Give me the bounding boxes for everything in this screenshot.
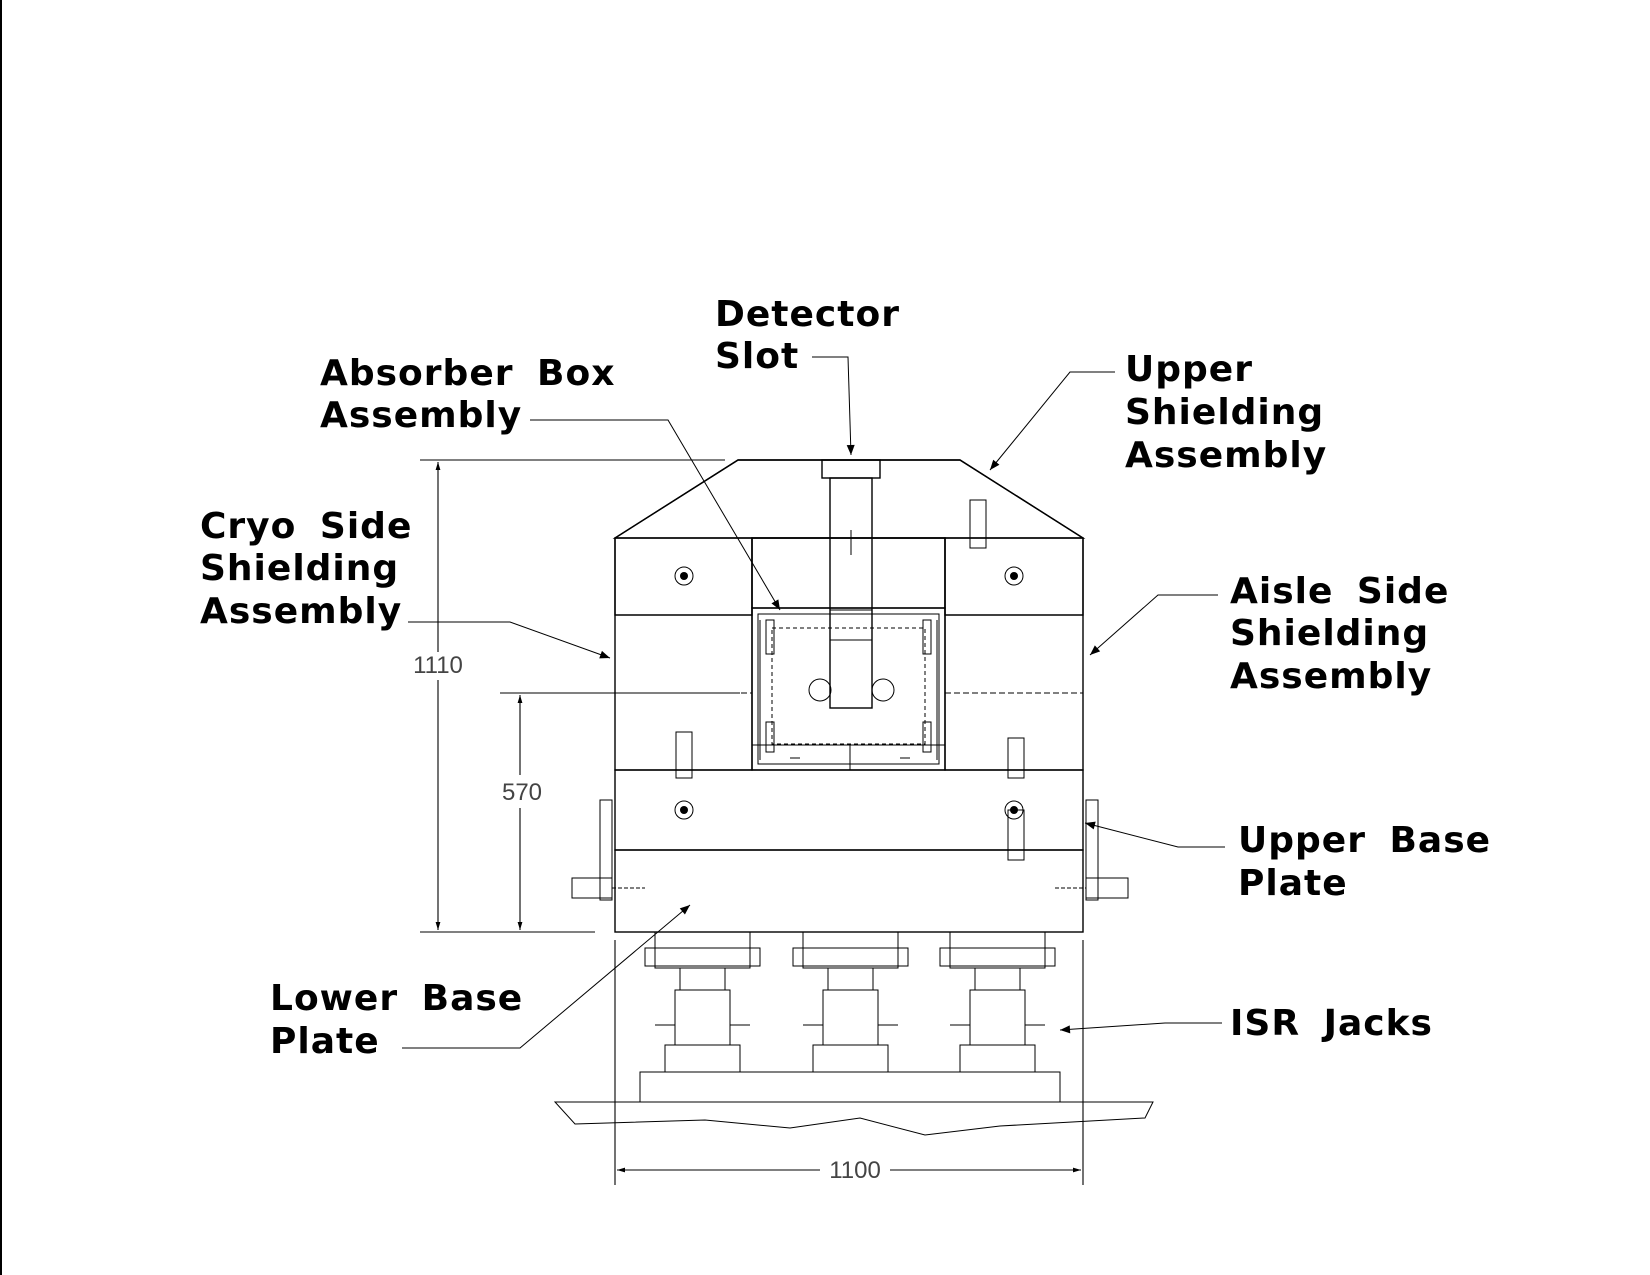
label-detector-slot: Detector Slot — [715, 294, 900, 377]
label-line: Aisle Side — [1230, 571, 1449, 612]
label-line: ISR Jacks — [1230, 1003, 1433, 1044]
label-aisle-side: Aisle Side Shielding Assembly — [1230, 571, 1449, 697]
label-line: Plate — [270, 1021, 380, 1062]
label-line: Plate — [1238, 863, 1348, 904]
label-lower-base-plate: Lower Base Plate — [270, 978, 523, 1062]
label-cryo-side: Cryo Side Shielding Assembly — [200, 506, 412, 632]
lifting-lugs — [675, 499, 1025, 861]
dimension-overall-width: 1100 — [829, 1157, 881, 1184]
label-line: Assembly — [1230, 656, 1432, 697]
label-line: Shielding — [200, 548, 399, 589]
label-absorber-box: Absorber Box Assembly — [320, 353, 615, 436]
label-line: Shielding — [1230, 613, 1429, 654]
label-line: Detector — [715, 294, 900, 335]
label-upper-base-plate: Upper Base Plate — [1238, 820, 1491, 904]
leader-lines — [402, 356, 1225, 1049]
label-line: Upper Base — [1238, 820, 1491, 861]
dimension-base-height: 570 — [502, 779, 542, 806]
label-upper-shielding: Upper Shielding Assembly — [1125, 349, 1327, 476]
label-line: Assembly — [320, 395, 522, 436]
dimension-overall-height: 1110 — [413, 652, 463, 679]
dimension-lines — [420, 459, 1084, 1185]
label-isr-jacks: ISR Jacks — [1230, 1003, 1433, 1044]
label-line: Slot — [715, 336, 799, 377]
label-line: Assembly — [1125, 435, 1327, 476]
isr-jacks — [639, 931, 1061, 1103]
label-line: Cryo Side — [200, 506, 412, 547]
lower-base-plate — [614, 849, 1084, 933]
side-clamps — [571, 799, 1129, 901]
label-line: Upper — [1125, 349, 1253, 390]
label-line: Assembly — [200, 591, 402, 632]
label-line: Absorber Box — [320, 353, 615, 394]
label-line: Shielding — [1125, 392, 1324, 433]
absorber-box — [751, 607, 946, 771]
bolt-heads — [674, 566, 1024, 820]
ground-section — [553, 1101, 1154, 1136]
detector-slot-tube — [821, 459, 881, 709]
upper-center-block — [751, 537, 946, 609]
label-line: Lower Base — [270, 978, 523, 1019]
